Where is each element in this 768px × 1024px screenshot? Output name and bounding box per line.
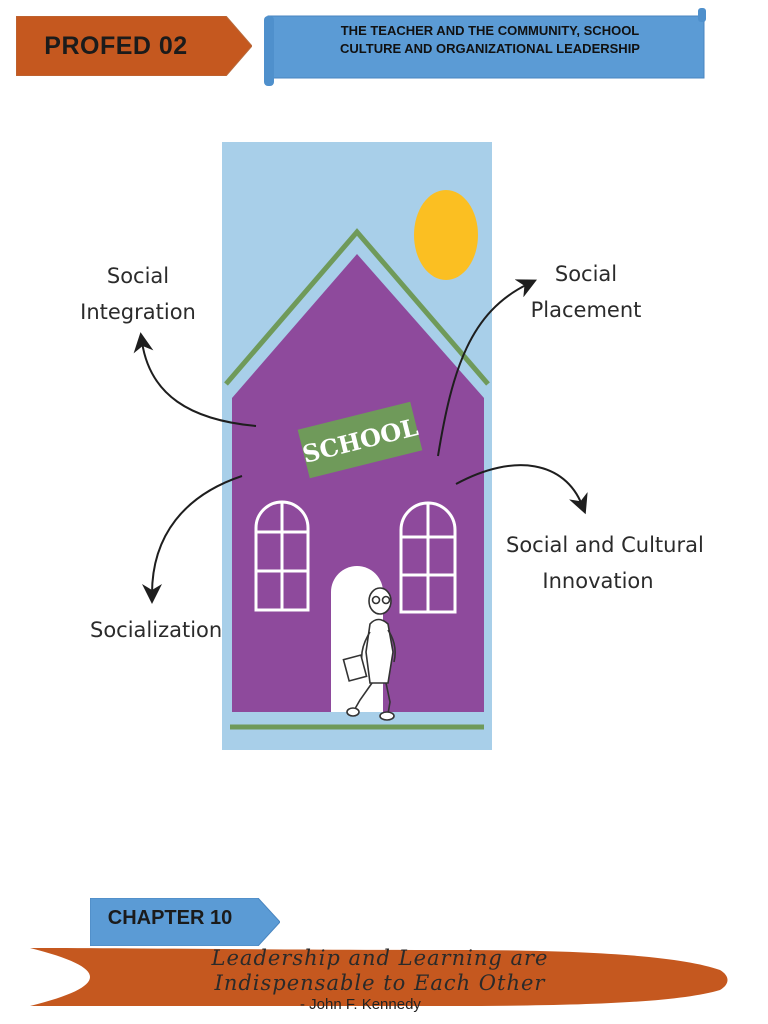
label-social-integration-line-1: Social (106, 264, 170, 288)
title-scroll-banner (264, 8, 706, 86)
quote-author: - John F. Kennedy (300, 996, 421, 1013)
course-title-line-1: THE TEACHER AND THE COMMUNITY, SCHOOL (340, 23, 640, 38)
label-social-cultural-innovation: Social and Cultural Innovation (506, 527, 704, 599)
left-window (254, 500, 310, 612)
label-socialization: Socialization (90, 618, 223, 642)
chapter-quote: Leadership and Learning are Indispensabl… (150, 946, 610, 1000)
course-title: THE TEACHER AND THE COMMUNITY, SCHOOL CU… (282, 22, 698, 66)
arrow-social-cultural-innovation (455, 464, 588, 515)
label-social-placement-line-2: Placement (530, 298, 642, 322)
sun (414, 190, 478, 280)
roof-line (224, 228, 490, 386)
course-tag-arrow (16, 16, 252, 76)
chapter-label: CHAPTER 10 (107, 906, 233, 929)
label-social-placement: Social Placement (526, 256, 646, 328)
label-innovation-line-2: Innovation (542, 569, 654, 593)
right-window (399, 501, 457, 614)
student-figure (342, 587, 396, 721)
chapter-quote-line-1: Leadership and Learning are (211, 946, 549, 970)
quote-banner (30, 948, 728, 1006)
arrow-socialization (142, 475, 243, 604)
house-body (232, 254, 484, 712)
course-title-line-2: CULTURE AND ORGANIZATIONAL LEADERSHIP (340, 41, 640, 56)
label-innovation-line-1: Social and Cultural (506, 533, 704, 557)
label-social-placement-line-1: Social (554, 262, 618, 286)
course-code: PROFED 02 (44, 31, 188, 60)
chapter-tag-arrow (90, 898, 280, 946)
label-social-integration-line-2: Integration (80, 300, 196, 324)
label-social-integration: Social Integration (78, 258, 198, 330)
arrow-social-integration (133, 332, 257, 427)
chapter-quote-line-2: Indispensable to Each Other (214, 971, 546, 995)
arrow-social-placement (437, 279, 538, 457)
